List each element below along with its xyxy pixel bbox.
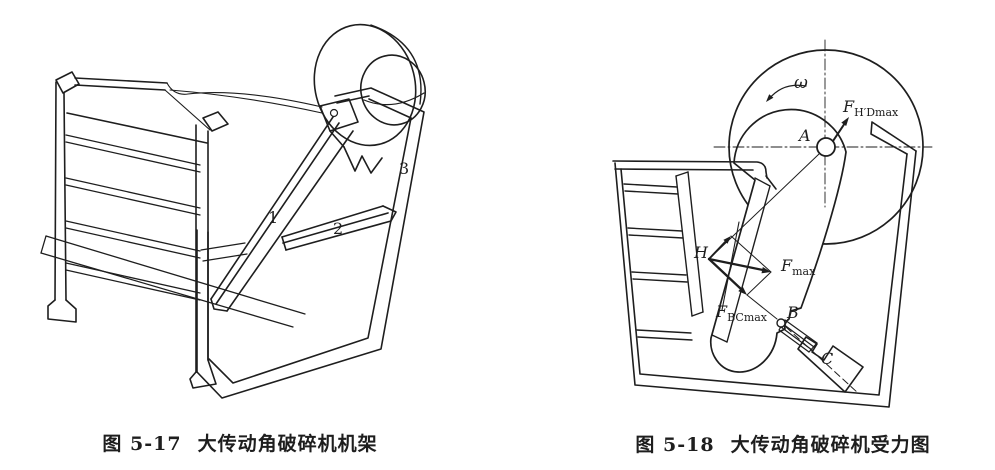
shaft-a-circle [816, 137, 836, 157]
force-fhd-arrow [832, 117, 849, 142]
figure-5-18-title: 大传动角破碎机受力图 [730, 434, 931, 456]
louvered-side-panel [47, 71, 323, 389]
base-plate [40, 235, 306, 328]
figure-5-18-number: 图 5-18 [635, 434, 715, 456]
movable-jaw-outline [709, 108, 847, 373]
bearing-ring-housing [313, 23, 426, 174]
force-fbc-label: FBCmax [715, 302, 768, 324]
fixed-jaw-structure [623, 171, 704, 341]
omega-label: ω [794, 73, 808, 93]
figure-5-17-drawing: 1 2 3 [40, 23, 426, 399]
point-h-label: H [693, 243, 709, 262]
part-label-2: 2 [333, 219, 343, 238]
diagonal-strut-1 [210, 116, 354, 312]
rotation-arrow [766, 84, 807, 102]
force-fhd-label: FH′Dmax [842, 97, 899, 119]
side-wall-frame [196, 87, 425, 399]
toggle-axis-dashed-line [785, 326, 859, 394]
part-label-3: 3 [399, 159, 409, 178]
figure-5-17-title: 大传动角破碎机机架 [197, 433, 378, 455]
part-label-1: 1 [268, 208, 278, 227]
pin-b-circle [776, 318, 786, 328]
figure-5-17-number: 图 5-17 [102, 433, 182, 455]
crusher-frame-section [612, 121, 917, 408]
point-b-label: B [786, 303, 799, 322]
point-a-label: A [797, 126, 811, 145]
point-c-label: C [821, 349, 833, 368]
cross-strut-2 [200, 205, 397, 262]
figure-5-17-caption: 图 5-17 大传动角破碎机机架 [40, 429, 440, 456]
toggle-seat-block [797, 336, 864, 393]
jaw-plate-lines [711, 177, 771, 343]
force-fmax-label: Fmax [780, 256, 816, 278]
figure-5-18-caption: 图 5-18 大传动角破碎机受力图 [583, 430, 983, 457]
figure-5-18-drawing: ω A H B C FH′Dmax Fmax FBCmax [612, 39, 933, 408]
force-parallelogram [707, 235, 778, 320]
